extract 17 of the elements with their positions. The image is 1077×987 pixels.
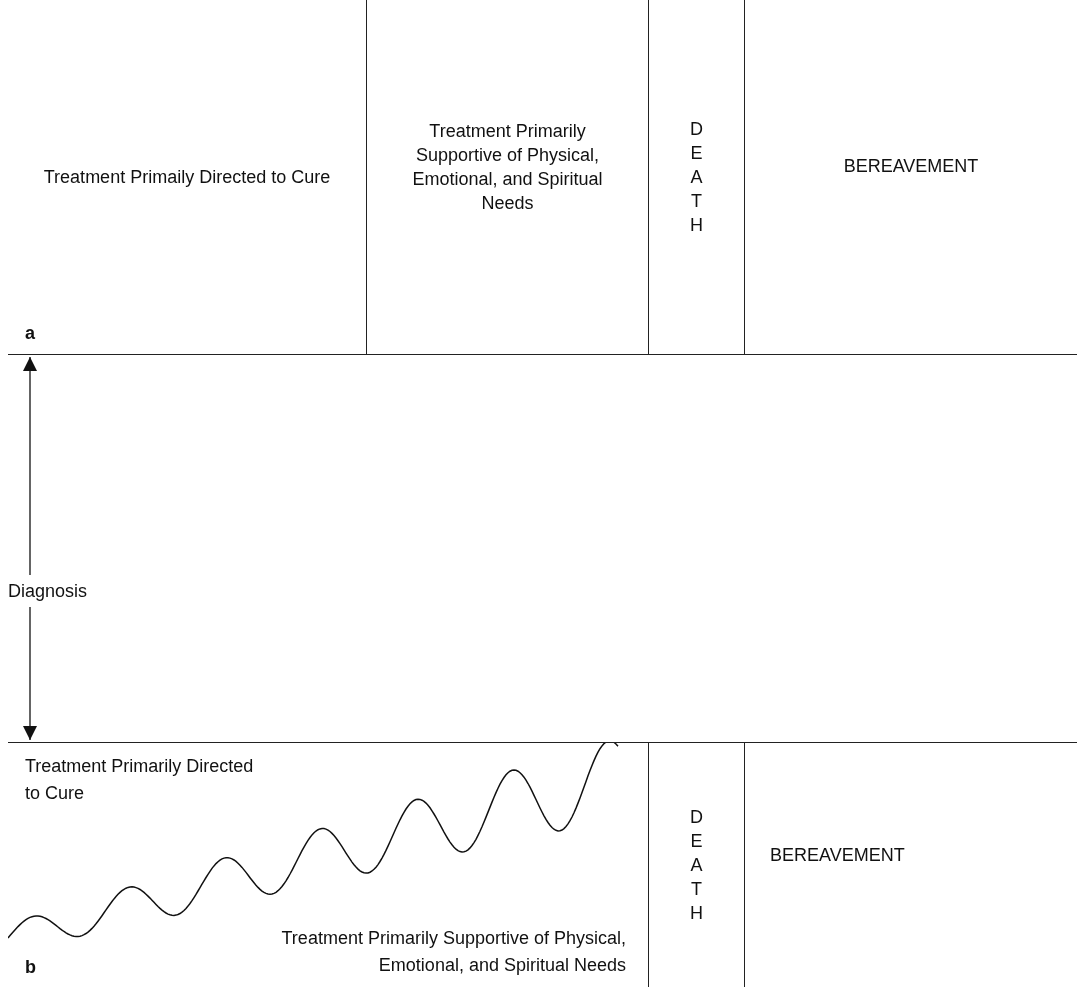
- stage-panel: [367, 0, 649, 355]
- stage-panel: [649, 0, 745, 355]
- node-text: Treatment Primarily Supportive of Physical, Emotional, and Spiritual Needs: [411, 120, 604, 215]
- double-arrow: [23, 356, 37, 741]
- stage-panel: [8, 0, 367, 355]
- node-text: BEREAVEMENT: [770, 844, 905, 867]
- node-text: DEATH: [689, 806, 704, 925]
- node-text: Treatment Primarily Supportive of Physical, Emotional, and Spiritual Needs: [280, 927, 626, 977]
- node-text: BEREAVEMENT: [843, 155, 979, 178]
- node-text: DEATH: [689, 118, 704, 237]
- panel-letter: b: [25, 956, 36, 978]
- edge-label: Diagnosis: [8, 574, 88, 607]
- panel-letter: a: [25, 322, 35, 344]
- node-text: Treatment Primaily Directed to Cure: [43, 166, 331, 189]
- node-text: Treatment Primarily Directed to Cure: [25, 755, 255, 805]
- stage-panel: [649, 742, 745, 987]
- stage-panel: [8, 742, 649, 987]
